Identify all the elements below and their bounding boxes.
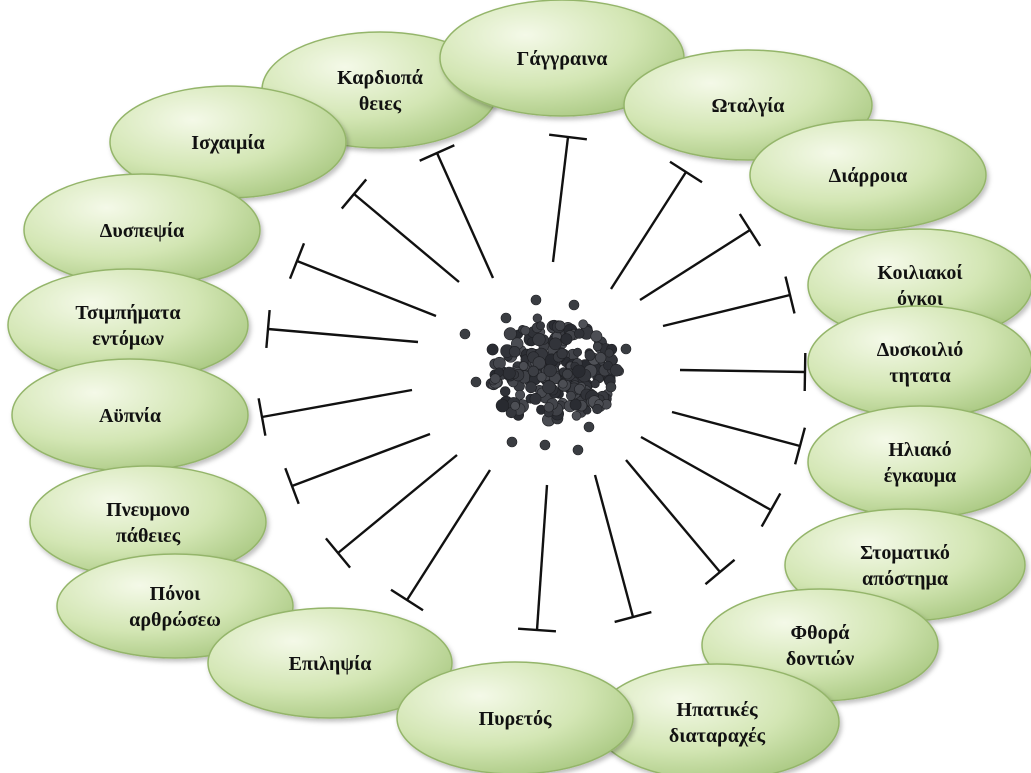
disease-label: Γάγγραινα	[517, 48, 608, 70]
inhibition-line	[259, 390, 412, 436]
inhibition-line	[641, 437, 780, 527]
black-pepper-seeds-image	[460, 295, 631, 455]
disease-ellipse: Διάρροια	[750, 120, 986, 230]
inhibition-line	[663, 277, 795, 326]
inhibition-line	[680, 353, 805, 391]
disease-label: Ωταλγία	[712, 95, 785, 117]
disease-label: εντόμων	[92, 328, 164, 350]
inhibition-line	[640, 214, 760, 300]
disease-label: Ηπατικές	[676, 699, 758, 721]
disease-ellipse: Αϋπνία	[12, 359, 248, 471]
disease-label: Δυσκοιλιό	[877, 339, 964, 361]
disease-label: Καρδιοπά	[337, 67, 423, 89]
disease-label: αρθρώσεω	[129, 609, 221, 631]
disease-label: Αϋπνία	[99, 405, 161, 427]
disease-label: απόστημα	[862, 568, 948, 590]
disease-ellipse: Ηλιακό έγκαυμα	[808, 406, 1031, 518]
inhibition-line	[672, 412, 805, 464]
disease-label: έγκαυμα	[884, 465, 956, 487]
inhibition-line	[342, 179, 459, 282]
disease-label: Στοματικό	[860, 542, 950, 564]
disease-label: θειες	[359, 93, 402, 115]
inhibition-line	[391, 470, 490, 610]
disease-label: διαταραχές	[669, 725, 766, 747]
disease-label: τητατα	[889, 365, 950, 387]
disease-ellipse: Πυρετός	[397, 662, 633, 773]
inhibition-line	[285, 434, 430, 504]
inhibition-line	[595, 475, 651, 622]
inhibition-line	[549, 135, 587, 262]
disease-label: πάθειες	[116, 525, 181, 547]
disease-label: Ηλιακό	[888, 439, 951, 461]
disease-label: Πνευμονο	[106, 499, 190, 521]
disease-label: Τσιμπήματα	[75, 302, 180, 324]
disease-label: Δυσπεψία	[100, 220, 184, 242]
disease-label: Ισχαιμία	[191, 132, 264, 154]
inhibition-line	[290, 243, 436, 316]
disease-label: Κοιλιακοί	[877, 262, 962, 284]
inhibition-line	[266, 310, 418, 348]
disease-ellipse: Δυσκοιλιό τητατα	[808, 306, 1031, 418]
disease-label: δοντιών	[786, 648, 854, 670]
disease-label: Διάρροια	[829, 165, 908, 187]
disease-label: Φθορά	[791, 622, 850, 644]
inhibition-line	[518, 485, 556, 631]
disease-label: Επιληψία	[289, 653, 372, 675]
disease-label: Πυρετός	[479, 708, 552, 730]
inhibition-line	[626, 460, 735, 584]
disease-label: Πόνοι	[150, 583, 201, 605]
